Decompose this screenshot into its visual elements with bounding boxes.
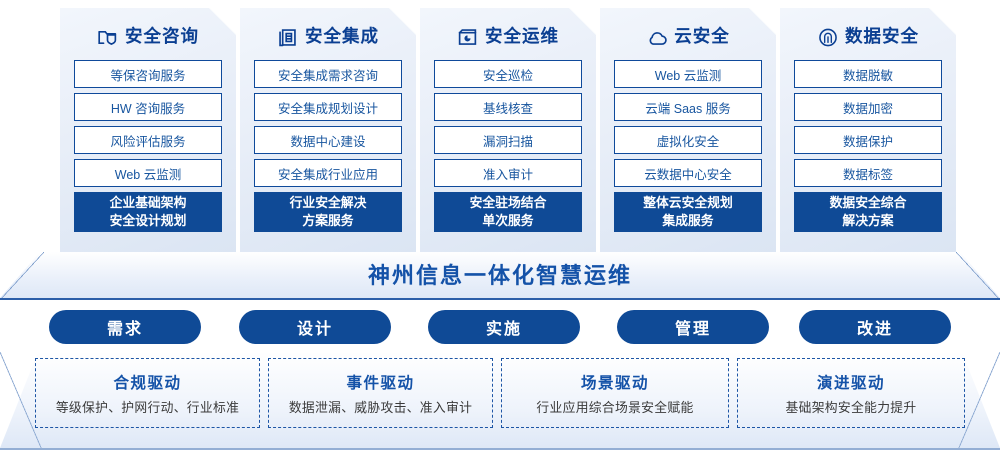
panel-header: 云安全: [614, 14, 762, 60]
highlight-line: 行业安全解决: [289, 195, 367, 211]
driver-scenario[interactable]: 场景驱动 行业应用综合场景安全赋能: [501, 358, 729, 428]
folder-shield-icon: [97, 27, 118, 48]
panel-title: 安全集成: [305, 26, 379, 47]
driver-subtitle: 基础架构安全能力提升: [785, 399, 917, 415]
panel-header: 安全集成: [254, 14, 402, 60]
panel-highlight[interactable]: 企业基础架构 安全设计规划: [74, 192, 222, 232]
driver-title: 演进驱动: [816, 374, 885, 392]
pill-design[interactable]: 设计: [239, 310, 391, 344]
service-item[interactable]: 准入审计: [434, 159, 582, 187]
monitor-chart-icon: [457, 27, 478, 48]
service-item[interactable]: 云数据中心安全: [614, 159, 762, 187]
driver-compliance[interactable]: 合规驱动 等级保护、护网行动、行业标准: [35, 358, 260, 428]
service-item[interactable]: 虚拟化安全: [614, 126, 762, 154]
platform-banner: [0, 252, 1000, 300]
pill-improvement[interactable]: 改进: [799, 310, 951, 344]
banner-baseline: [0, 298, 1000, 300]
phase-pills: 需求 设计 实施 管理 改进: [0, 310, 1000, 346]
service-item[interactable]: 安全集成需求咨询: [254, 60, 402, 88]
highlight-line: 解决方案: [842, 213, 894, 228]
driver-subtitle: 数据泄漏、威胁攻击、准入审计: [288, 399, 473, 415]
driver-incident[interactable]: 事件驱动 数据泄漏、威胁攻击、准入审计: [268, 358, 493, 428]
platform-title: 神州信息一体化智慧运维: [367, 263, 632, 288]
panel-title: 数据安全: [845, 26, 919, 47]
service-item[interactable]: 漏洞扫描: [434, 126, 582, 154]
highlight-line: 整体云安全规划: [643, 195, 733, 211]
panel-header: 安全运维: [434, 14, 582, 60]
highlight-line: 数据安全综合: [829, 195, 907, 211]
service-item[interactable]: 数据加密: [794, 93, 942, 121]
highlight-line: 单次服务: [482, 213, 534, 228]
service-item[interactable]: 安全巡检: [434, 60, 582, 88]
drivers-baseline: [0, 448, 1000, 450]
panel-data-security[interactable]: 数据安全 数据脱敏 数据加密 数据保护 数据标签 数据安全综合 解决方案: [780, 8, 956, 252]
driver-evolution[interactable]: 演进驱动 基础架构安全能力提升: [737, 358, 965, 428]
panel-security-operations[interactable]: 安全运维 安全巡检 基线核查 漏洞扫描 准入审计 安全驻场结合 单次服务: [420, 8, 596, 252]
driver-title: 合规驱动: [113, 374, 182, 392]
service-item[interactable]: 数据保护: [794, 126, 942, 154]
panel-title: 安全运维: [485, 26, 559, 47]
service-item[interactable]: Web 云监测: [74, 159, 222, 187]
panel-title: 云安全: [674, 26, 730, 47]
highlight-line: 企业基础架构: [109, 195, 187, 211]
highlight-line: 集成服务: [662, 213, 714, 228]
driver-subtitle: 等级保护、护网行动、行业标准: [55, 399, 240, 415]
service-item[interactable]: 安全集成行业应用: [254, 159, 402, 187]
highlight-line: 安全驻场结合: [469, 195, 547, 211]
panel-header: 数据安全: [794, 14, 942, 60]
panel-cloud-security[interactable]: 云安全 Web 云监测 云端 Saas 服务 虚拟化安全 云数据中心安全 整体云…: [600, 8, 776, 252]
banner-right-edge: [956, 252, 1000, 300]
drivers-right-edge: [958, 352, 1000, 450]
panel-header: 安全咨询: [74, 14, 222, 60]
drivers-row: 合规驱动 等级保护、护网行动、行业标准 事件驱动 数据泄漏、威胁攻击、准入审计 …: [0, 358, 1000, 430]
panel-highlight[interactable]: 整体云安全规划 集成服务: [614, 192, 762, 232]
driver-title: 场景驱动: [580, 374, 649, 392]
panel-highlight[interactable]: 数据安全综合 解决方案: [794, 192, 942, 232]
panel-highlight[interactable]: 安全驻场结合 单次服务: [434, 192, 582, 232]
banner-left-edge: [0, 252, 44, 300]
service-item[interactable]: 安全集成规划设计: [254, 93, 402, 121]
drivers-container: [0, 352, 1000, 450]
panel-title: 安全咨询: [125, 26, 199, 47]
service-item[interactable]: Web 云监测: [614, 60, 762, 88]
driver-title: 事件驱动: [346, 374, 415, 392]
service-item[interactable]: 数据中心建设: [254, 126, 402, 154]
highlight-line: 方案服务: [302, 213, 354, 228]
pill-implementation[interactable]: 实施: [428, 310, 580, 344]
fingerprint-icon: [817, 27, 838, 48]
server-rack-icon: [277, 27, 298, 48]
pill-management[interactable]: 管理: [617, 310, 769, 344]
panel-highlight[interactable]: 行业安全解决 方案服务: [254, 192, 402, 232]
service-item[interactable]: 云端 Saas 服务: [614, 93, 762, 121]
capability-panels: 安全咨询 等保咨询服务 HW 咨询服务 风险评估服务 Web 云监测 企业基础架…: [0, 0, 1000, 252]
driver-subtitle: 行业应用综合场景安全赋能: [536, 399, 694, 415]
service-item[interactable]: HW 咨询服务: [74, 93, 222, 121]
highlight-line: 安全设计规划: [109, 213, 187, 228]
panel-security-integration[interactable]: 安全集成 安全集成需求咨询 安全集成规划设计 数据中心建设 安全集成行业应用 行…: [240, 8, 416, 252]
service-item[interactable]: 数据标签: [794, 159, 942, 187]
pill-requirement[interactable]: 需求: [49, 310, 201, 344]
service-item[interactable]: 风险评估服务: [74, 126, 222, 154]
panel-security-consulting[interactable]: 安全咨询 等保咨询服务 HW 咨询服务 风险评估服务 Web 云监测 企业基础架…: [60, 8, 236, 252]
cloud-icon: [646, 27, 667, 48]
service-item[interactable]: 等保咨询服务: [74, 60, 222, 88]
service-item[interactable]: 基线核查: [434, 93, 582, 121]
service-item[interactable]: 数据脱敏: [794, 60, 942, 88]
